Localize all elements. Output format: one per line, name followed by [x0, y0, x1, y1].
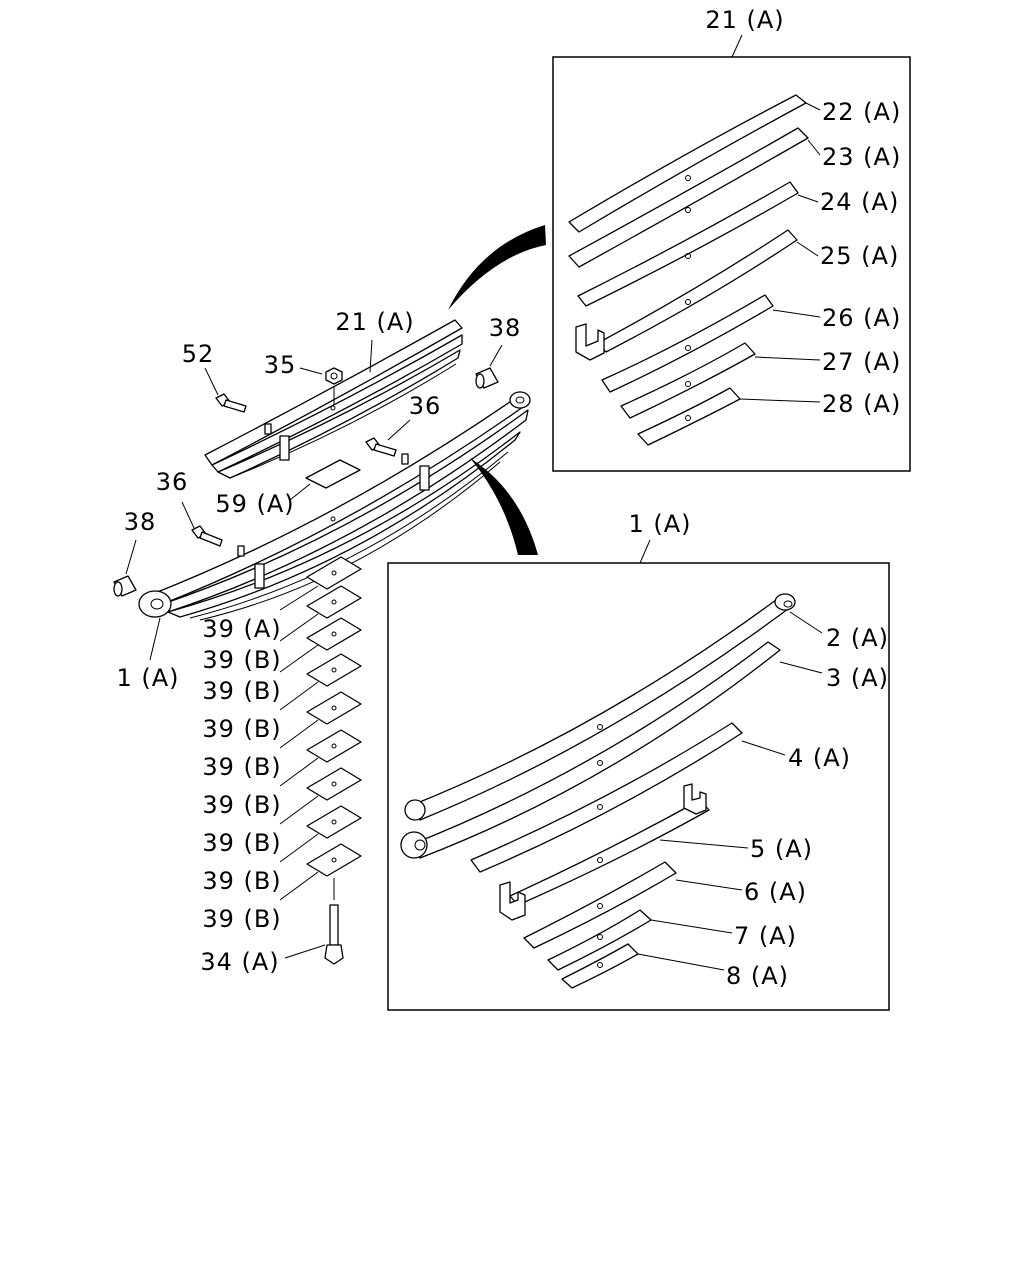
leaf-23	[568, 127, 809, 268]
inset-main-spring: 1 (A) 2 (A) 3 (A) 4 (A) 5 (A) 6 (A)	[387, 510, 890, 1011]
arrow-to-inset-1	[470, 458, 538, 555]
label-8: 8 (A)	[726, 962, 789, 990]
label-39b-1: 39 (B)	[202, 646, 281, 674]
label-23: 23 (A)	[822, 143, 901, 171]
label-1-top: 1 (A)	[628, 510, 691, 538]
rebound-clip-5a	[499, 881, 526, 921]
label-35: 35	[264, 351, 297, 379]
bolt-36-left	[191, 525, 223, 547]
inset-helper-spring: 21 (A) 22 (A) 23 (A) 24 (A) 25 (A) 26 (A…	[552, 6, 911, 472]
spacer-plate-39a	[306, 556, 362, 590]
spacer-plate-39b-7	[306, 805, 362, 839]
label-39a: 39 (A)	[202, 615, 281, 643]
leaf-27	[620, 342, 756, 419]
spacer-plate-39b-3	[306, 653, 362, 687]
leaf-24	[577, 181, 799, 307]
spacer-plate-39b-2	[306, 617, 362, 651]
label-28: 28 (A)	[822, 390, 901, 418]
main-spring-pack	[138, 391, 531, 621]
bolt-36-top	[365, 437, 397, 457]
label-24: 24 (A)	[820, 188, 899, 216]
spacer-plate-39b-1	[306, 585, 362, 619]
bolt-52	[215, 393, 247, 413]
label-2: 2 (A)	[826, 624, 889, 652]
label-39b-5: 39 (B)	[202, 791, 281, 819]
label-26: 26 (A)	[822, 304, 901, 332]
label-39b-7: 39 (B)	[202, 867, 281, 895]
label-39b-3: 39 (B)	[202, 715, 281, 743]
leaf-3	[409, 641, 781, 859]
inset-frame-1	[387, 562, 890, 1011]
label-38-left: 38	[124, 508, 157, 536]
leaf-4	[470, 722, 743, 873]
label-39b-6: 39 (B)	[202, 829, 281, 857]
label-39b-2: 39 (B)	[202, 677, 281, 705]
label-34: 34 (A)	[200, 948, 279, 976]
label-39b-8: 39 (B)	[202, 905, 281, 933]
leaf-22	[568, 94, 807, 233]
label-7: 7 (A)	[734, 922, 797, 950]
leaf-26	[601, 294, 774, 393]
spacer-plate-39b-4	[306, 691, 362, 725]
label-4: 4 (A)	[788, 744, 851, 772]
label-52: 52	[182, 340, 215, 368]
leaf-25	[597, 229, 798, 353]
label-5: 5 (A)	[750, 835, 813, 863]
label-59: 59 (A)	[215, 490, 294, 518]
leaf-2	[409, 596, 793, 821]
label-21-top: 21 (A)	[705, 6, 784, 34]
label-6: 6 (A)	[744, 878, 807, 906]
nut-35	[325, 367, 343, 405]
main-assembly: 21 (A) 35 52 38 36	[113, 308, 531, 976]
label-27: 27 (A)	[822, 348, 901, 376]
label-22: 22 (A)	[822, 98, 901, 126]
label-25: 25 (A)	[820, 242, 899, 270]
label-38-top: 38	[489, 314, 522, 342]
inset-frame-21	[552, 56, 911, 472]
label-3: 3 (A)	[826, 664, 889, 692]
label-36-left: 36	[156, 468, 189, 496]
label-21-main: 21 (A)	[335, 308, 414, 336]
bushing-38-left	[113, 575, 137, 597]
rebound-clip-25	[575, 323, 605, 361]
leaf-6	[523, 861, 677, 949]
rebound-clip-5b	[683, 783, 707, 815]
arrow-to-inset-21	[448, 225, 546, 310]
plate-59	[305, 459, 361, 489]
spacer-plate-stack	[306, 556, 362, 877]
label-39b-4: 39 (B)	[202, 753, 281, 781]
label-1-main: 1 (A)	[116, 664, 179, 692]
spacer-plate-39b-6	[306, 767, 362, 801]
center-bolt-34	[324, 878, 344, 965]
spacer-plate-39b-5	[306, 729, 362, 763]
spacer-plate-39b-8	[306, 843, 362, 877]
bushing-38-top	[475, 367, 499, 389]
label-36-top: 36	[409, 392, 442, 420]
leaf-5	[509, 799, 710, 906]
